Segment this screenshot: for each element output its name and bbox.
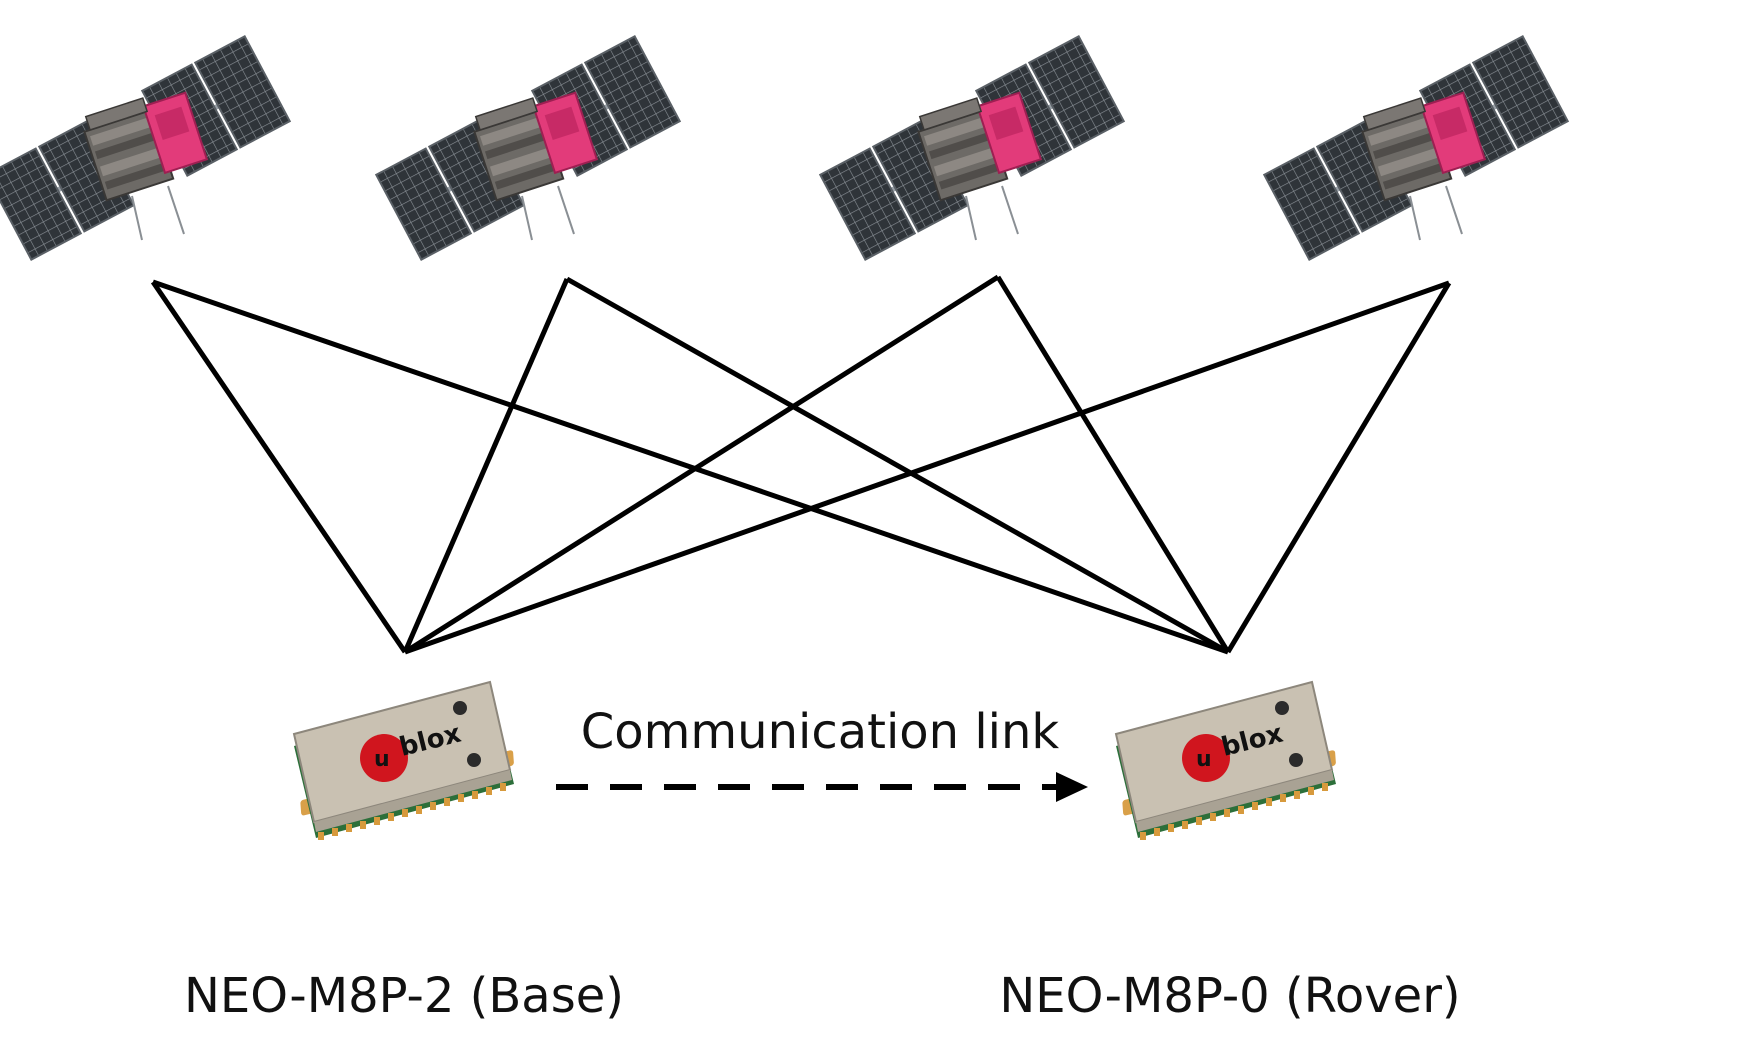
signal-line-sat4-base (404, 280, 1450, 655)
signal-line-sat1-base (150, 280, 408, 654)
signal-line-sat3-rover (995, 275, 1231, 654)
satellite-2 (376, 36, 679, 259)
rover-module: u blox (1115, 681, 1338, 841)
logo-letter: u (1196, 747, 1212, 772)
rover-label: NEO-M8P-0 (Rover) (999, 968, 1460, 1024)
link-arrowhead (1056, 772, 1088, 802)
logo-letter: u (374, 747, 390, 772)
signal-line-sat3-base (403, 274, 1000, 655)
signal-line-sat1-rover (152, 279, 1229, 655)
satellite-1 (0, 36, 290, 259)
signal-line-sat2-rover (565, 276, 1230, 655)
satellite-4 (1264, 36, 1567, 259)
satellite-3 (820, 36, 1123, 259)
signal-lines (150, 274, 1452, 655)
link-label: Communication link (581, 704, 1060, 760)
signal-line-sat4-rover (1225, 281, 1452, 654)
signal-line-sat2-base (402, 278, 570, 653)
base-module: u blox (293, 681, 516, 841)
base-label: NEO-M8P-2 (Base) (184, 968, 624, 1024)
communication-link: Communication link (556, 704, 1088, 802)
